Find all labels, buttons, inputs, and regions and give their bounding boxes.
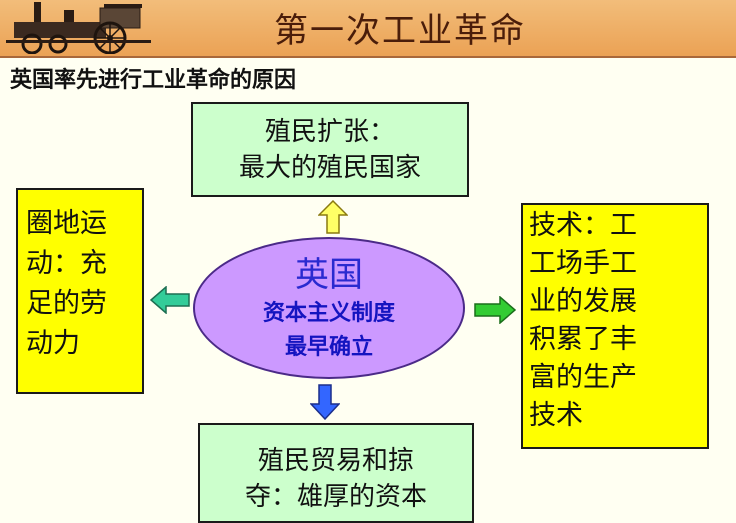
top-box-line-1: 殖民扩张： bbox=[264, 117, 395, 147]
top-box-line-2: 最大的殖民国家 bbox=[238, 153, 421, 183]
right-box-line-5: 富的生产 bbox=[529, 362, 637, 393]
colonial-trade-box: 殖民贸易和掠 夺：雄厚的资本 bbox=[198, 423, 474, 523]
left-box-line-3: 足的劳 bbox=[26, 288, 107, 319]
section-heading: 英国率先进行工业革命的原因 bbox=[10, 68, 297, 93]
steam-locomotive-icon bbox=[6, 2, 151, 54]
left-box-line-1: 圈地运 bbox=[26, 208, 107, 239]
arrow-left-icon bbox=[150, 286, 190, 314]
right-box-line-3: 业的发展 bbox=[529, 286, 637, 317]
center-ellipse: 英国 资本主义制度 最早确立 bbox=[193, 237, 465, 379]
page-title: 第一次工业革命 bbox=[274, 11, 526, 51]
arrow-down-icon bbox=[310, 384, 340, 420]
arrow-up-icon bbox=[318, 200, 348, 234]
right-box-line-2: 工场手工 bbox=[529, 248, 637, 279]
header-bar: 第一次工业革命 bbox=[0, 0, 736, 58]
enclosure-movement-box: 圈地运 动：充 足的劳 动力 bbox=[16, 188, 144, 394]
left-box-line-2: 动：充 bbox=[26, 248, 107, 279]
colonial-expansion-box: 殖民扩张： 最大的殖民国家 bbox=[191, 102, 469, 197]
center-title: 英国 bbox=[295, 255, 363, 295]
center-line-1: 资本主义制度 bbox=[262, 301, 395, 326]
center-line-2: 最早确立 bbox=[284, 335, 373, 360]
right-box-line-4: 积累了丰 bbox=[529, 324, 637, 355]
center-subtitle: 资本主义制度 最早确立 bbox=[195, 297, 463, 365]
right-box-line-6: 技术 bbox=[529, 400, 583, 431]
technology-box: 技术：工 工场手工 业的发展 积累了丰 富的生产 技术 bbox=[521, 203, 709, 449]
right-box-line-1: 技术：工 bbox=[529, 210, 637, 241]
arrow-right-icon bbox=[474, 296, 516, 324]
bottom-box-line-1: 殖民贸易和掠 bbox=[257, 446, 414, 476]
left-box-line-4: 动力 bbox=[26, 328, 80, 359]
bottom-box-line-2: 夺：雄厚的资本 bbox=[244, 482, 427, 512]
